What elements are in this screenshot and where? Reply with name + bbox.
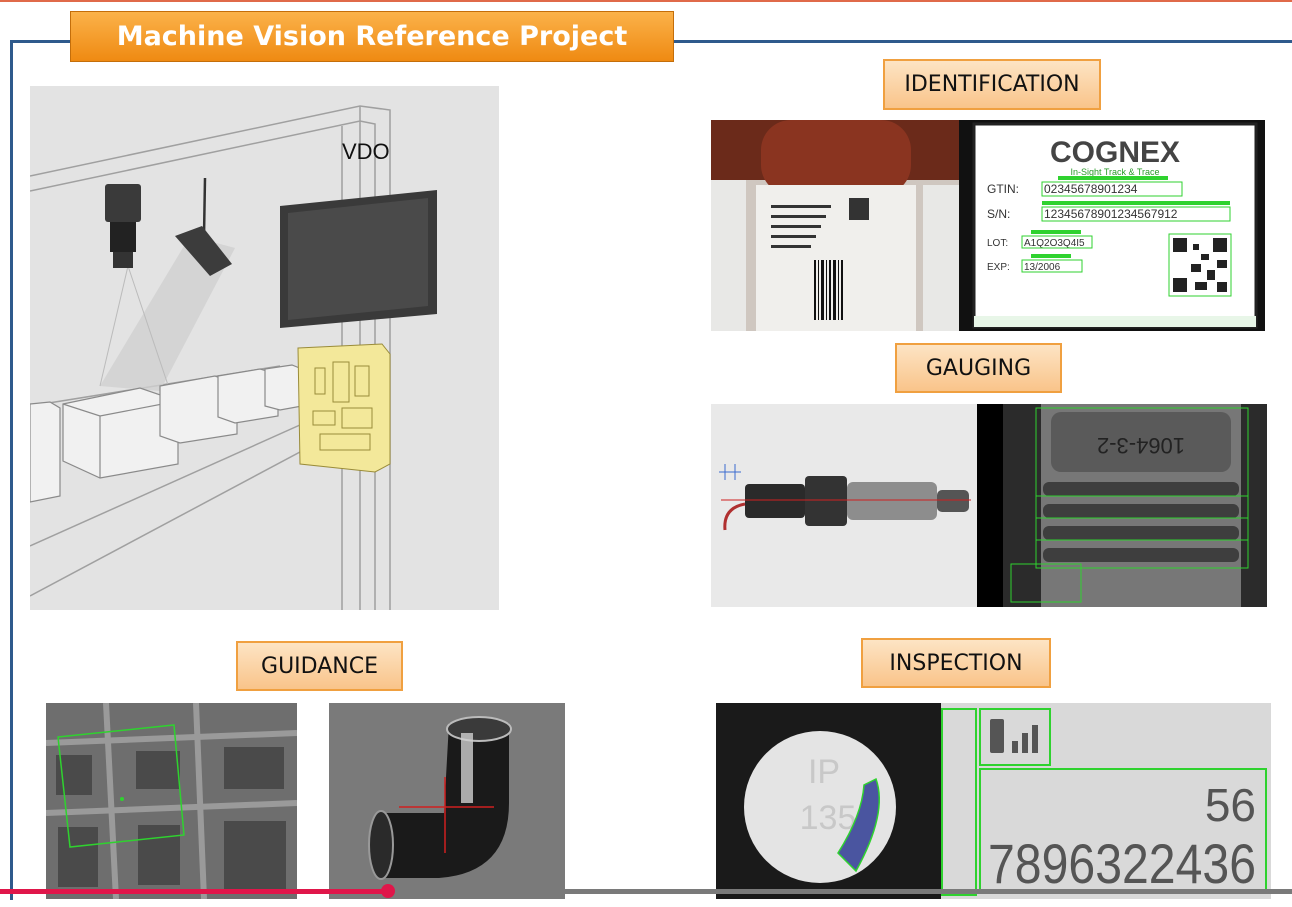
gauging-drawing: 1064-3-2 xyxy=(711,404,1267,607)
sn-value: 12345678901234567912 xyxy=(1044,207,1178,221)
top-rule xyxy=(0,0,1292,2)
inspection-drawing: IP 135 56 7896322436 xyxy=(716,703,1271,899)
video-progress-track[interactable] xyxy=(0,889,1292,894)
video-progress-fill xyxy=(0,889,388,894)
exp-value: 13/2006 xyxy=(1024,262,1061,273)
pill-text-line1: IP xyxy=(808,753,840,791)
guidance-image-wafer xyxy=(46,703,297,899)
video-progress-handle[interactable] xyxy=(380,884,395,898)
brand-text: COGNEX xyxy=(1050,136,1180,169)
frame-left-line xyxy=(10,40,13,900)
gauging-image: 1064-3-2 xyxy=(711,404,1267,607)
wafer-drawing xyxy=(46,703,297,899)
pill-text-line2: 135 xyxy=(800,799,857,837)
gauging-label: GAUGING xyxy=(895,343,1062,393)
gtin-label: GTIN: xyxy=(987,182,1019,196)
guidance-label: GUIDANCE xyxy=(236,641,403,691)
scene-drawing: VDO xyxy=(30,86,499,610)
qr-code xyxy=(1168,233,1232,297)
exp-label: EXP: xyxy=(987,262,1010,273)
vision-scene-illustration: VDO xyxy=(30,86,499,610)
scene-label: VDO xyxy=(342,139,390,164)
identification-image: COGNEX In-Sight Track & Trace GTIN: 0234… xyxy=(711,120,1265,331)
identification-label: IDENTIFICATION xyxy=(883,59,1101,110)
lot-label: LOT: xyxy=(987,238,1008,249)
elbow-drawing xyxy=(329,703,565,899)
lot-value: A1Q2O3Q4I5 xyxy=(1024,238,1085,249)
brand-subtitle: In-Sight Track & Trace xyxy=(1070,167,1159,177)
inspection-label: INSPECTION xyxy=(861,638,1051,688)
display-large-number: 7896322436 xyxy=(988,832,1256,895)
sn-label: S/N: xyxy=(987,207,1010,221)
identification-drawing: COGNEX In-Sight Track & Trace GTIN: 0234… xyxy=(711,120,1265,331)
display-small-number: 56 xyxy=(1205,779,1256,831)
slide-title: Machine Vision Reference Project xyxy=(70,11,674,62)
guidance-image-elbow xyxy=(329,703,565,899)
inspection-image: IP 135 56 7896322436 xyxy=(716,703,1271,899)
gtin-value: 02345678901234 xyxy=(1044,182,1138,196)
gauging-part-text: 1064-3-2 xyxy=(1097,433,1185,458)
